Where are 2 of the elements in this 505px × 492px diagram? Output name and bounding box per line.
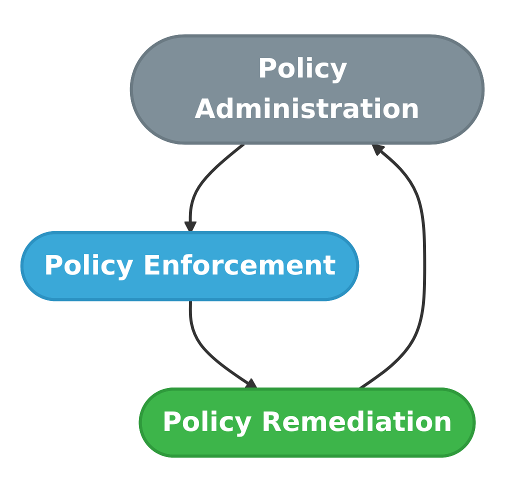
arrow (188, 300, 258, 390)
arrow (184, 142, 245, 234)
